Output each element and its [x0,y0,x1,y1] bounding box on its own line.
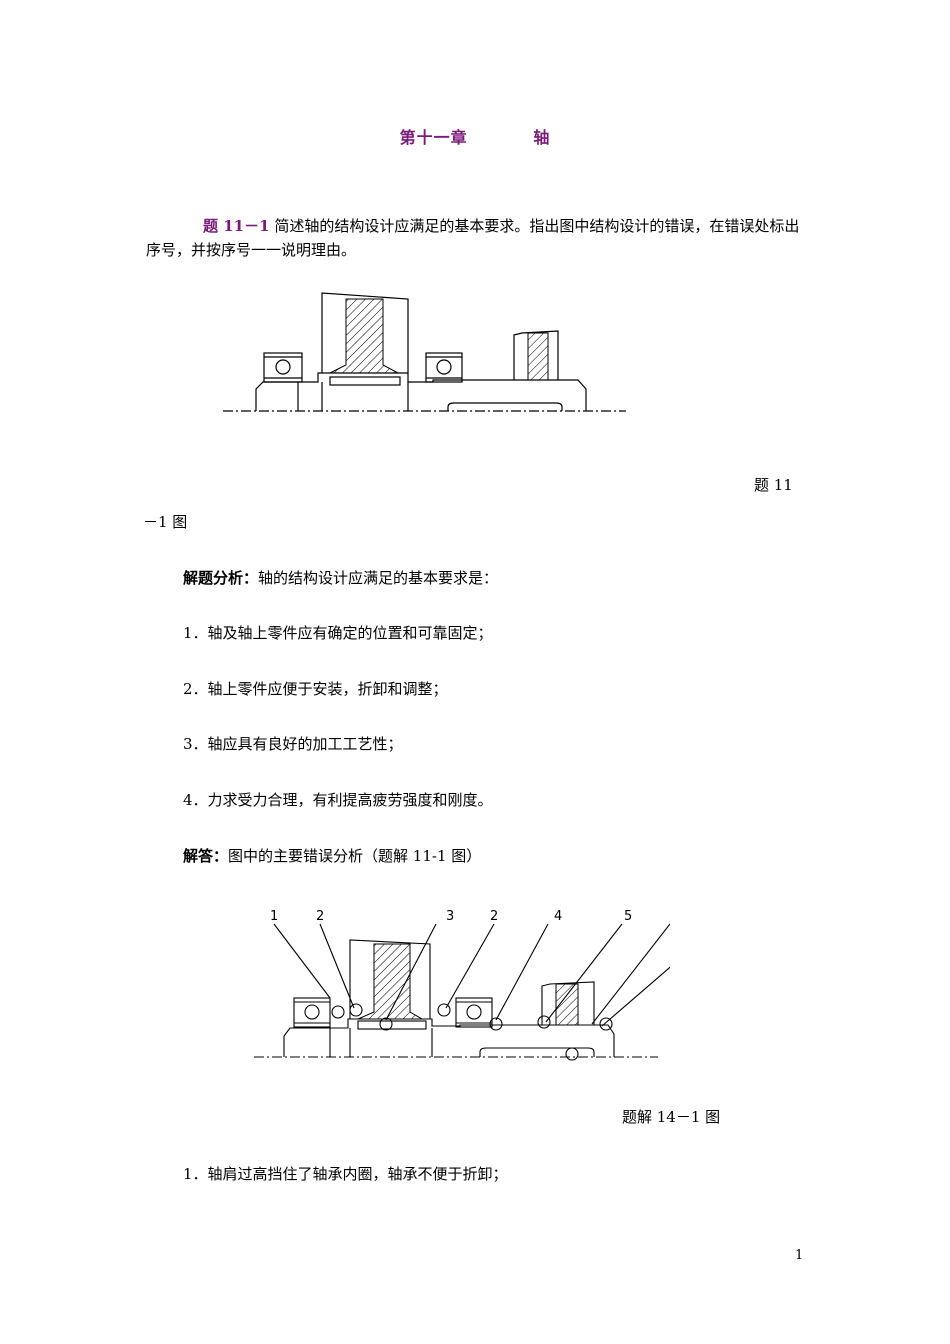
page-title: 第十一章 轴 [399,128,551,147]
analysis-item: 3．轴应具有良好的加工工艺性； [183,735,403,753]
question-paragraph: 题 11－1 简述轴的结构设计应满足的基本要求。指出图中结构设计的错误，在错误处… [146,214,810,262]
page-number: 1 [795,1248,804,1263]
error-label-4: 4 [554,909,562,924]
answer-label: 解答： [183,847,229,865]
error-label-1: 1 [270,909,278,924]
analysis-item: 1．轴及轴上零件应有确定的位置和可靠固定； [183,624,493,642]
analysis-label: 解题分析： [183,569,259,587]
figure-1-caption-part2: －1 图 [143,513,188,531]
question-label: 题 11－1 [203,217,270,235]
figure-1-caption-part1: 题 11 [754,476,793,494]
figure-2-annotated-shaft-drawing: 1 2 3 2 4 5 6 [254,909,670,1061]
analysis-heading: 解题分析：轴的结构设计应满足的基本要求是： [183,567,498,588]
error-label-5: 5 [624,909,632,924]
figure-1-shaft-drawing [223,292,626,412]
figure-2-caption: 题解 14－1 图 [622,1108,721,1126]
error-label-2b: 2 [490,909,498,924]
analysis-item: 4．力求受力合理，有利提高疲劳强度和刚度。 [183,791,493,809]
analysis-item: 2．轴上零件应便于安装，折卸和调整； [183,680,448,698]
answer-text: 图中的主要错误分析（题解 11-1 图） [228,847,482,865]
analysis-text: 轴的结构设计应满足的基本要求是： [258,569,499,587]
question-text: 简述轴的结构设计应满足的基本要求。指出图中结构设计的错误，在错误处标出序号，并按… [146,217,800,259]
error-label-2: 2 [316,909,324,924]
answer-item: 1．轴肩过高挡住了轴承内圈，轴承不便于折卸； [183,1165,508,1183]
error-label-3: 3 [446,909,454,924]
answer-heading: 解答：图中的主要错误分析（题解 11-1 图） [183,845,481,866]
